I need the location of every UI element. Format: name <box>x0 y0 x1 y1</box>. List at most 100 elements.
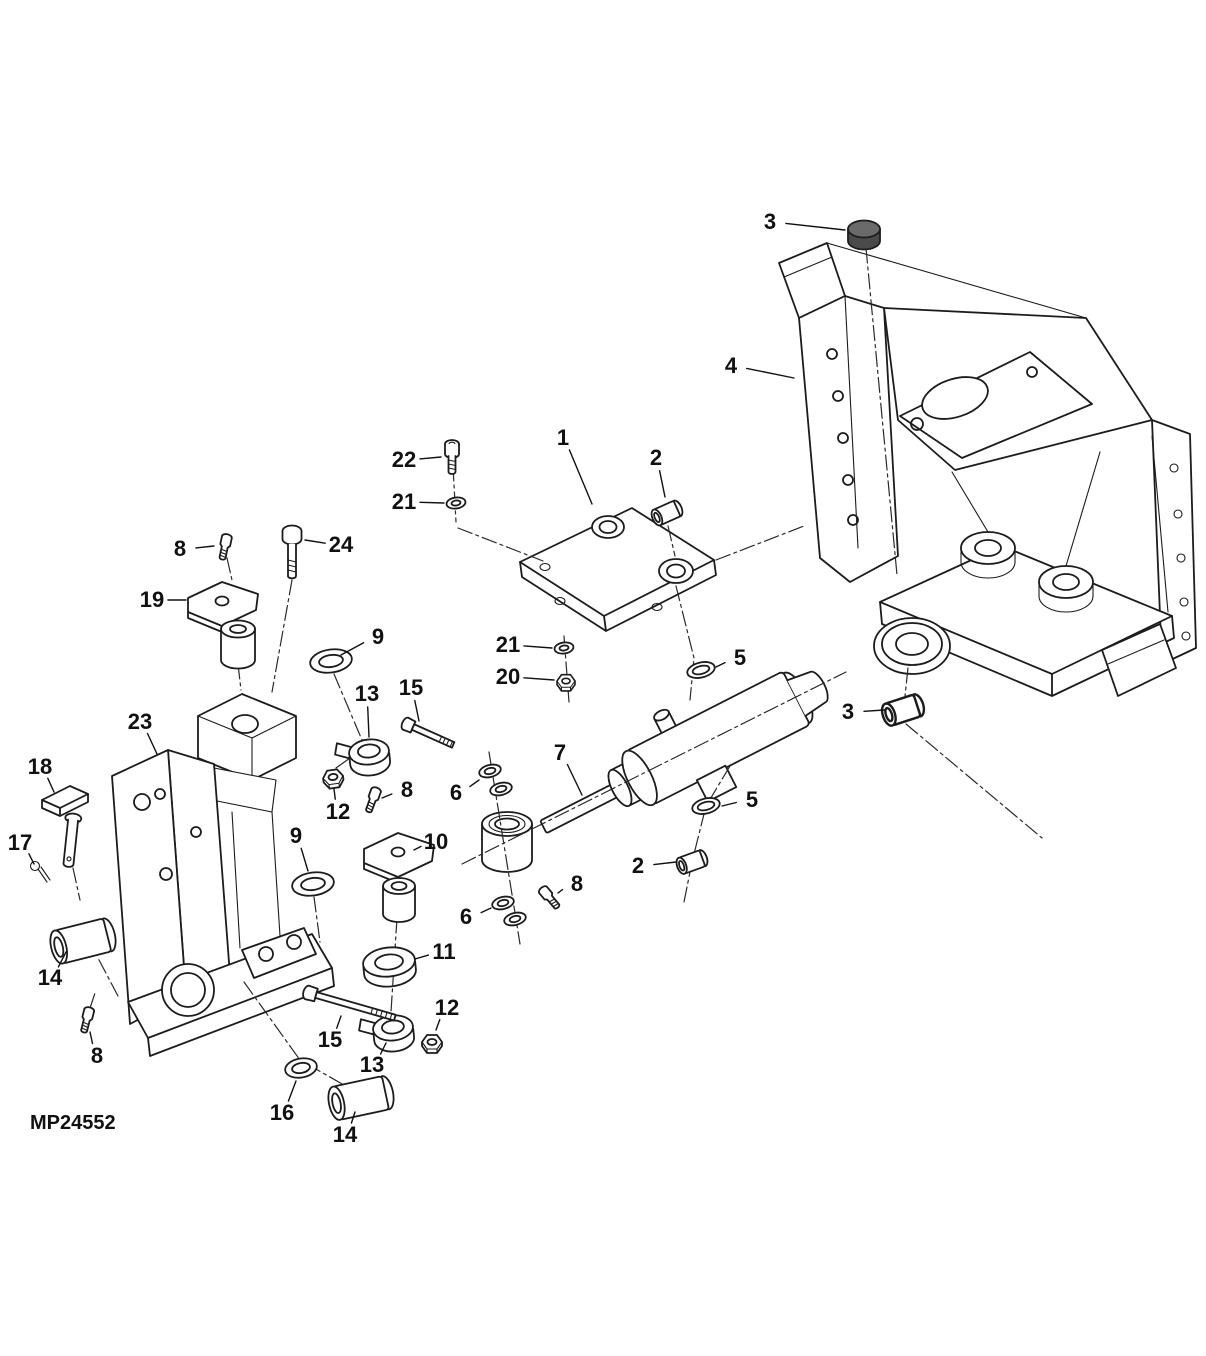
screw-8-c <box>536 883 563 912</box>
callout-13-33: 13 <box>359 1052 385 1077</box>
washer-6-b2 <box>501 909 529 929</box>
callout-24-6: 24 <box>328 532 354 557</box>
bracket-10 <box>363 832 435 923</box>
callout-8-27: 8 <box>570 871 584 896</box>
o-ring-5-top <box>684 658 718 682</box>
callout-21-5: 21 <box>391 489 417 514</box>
clamp-13-bottom <box>356 1012 417 1056</box>
leader-line-22-4 <box>419 456 442 460</box>
leader-line-6-28 <box>480 907 492 914</box>
leader-line-8-7 <box>195 545 215 549</box>
leader-line-7-17 <box>566 763 583 796</box>
callout-20-12: 20 <box>495 664 521 689</box>
center-lines <box>72 247 1043 1090</box>
callout-5-11: 5 <box>733 645 747 670</box>
leader-line-15-31 <box>336 1015 342 1029</box>
leader-line-18-18 <box>47 777 55 793</box>
callout-2-26: 2 <box>631 853 645 878</box>
bushing-14-left <box>46 915 120 967</box>
leader-line-8-34 <box>89 1031 94 1045</box>
bushing-2-top <box>648 498 686 528</box>
callout-22-4: 22 <box>391 447 417 472</box>
clamp-13-top <box>332 736 393 780</box>
bolt-24 <box>281 524 303 580</box>
leader-line-13-13 <box>367 706 370 738</box>
pivot-plate <box>519 507 717 632</box>
ring-11 <box>362 946 417 988</box>
callout-5-22: 5 <box>745 787 759 812</box>
cap-screw-22 <box>444 439 460 475</box>
washer-9-bottom <box>289 868 337 900</box>
callout-12-32: 12 <box>434 995 460 1020</box>
leader-line-15-14 <box>414 699 420 722</box>
callout-7-17: 7 <box>553 740 567 765</box>
leader-line-2-26 <box>653 861 677 866</box>
leader-line-13-33 <box>379 1042 387 1055</box>
callout-13-13: 13 <box>354 681 380 706</box>
leader-line-1-0 <box>568 449 593 505</box>
callout-10-25: 10 <box>423 829 449 854</box>
washer-6-a2 <box>487 779 515 799</box>
bushing-2-bottom <box>673 847 711 877</box>
leader-line-9-9 <box>340 642 365 656</box>
leader-line-21-10 <box>523 645 553 649</box>
leader-line-4-3 <box>746 367 795 379</box>
leader-line-12-19 <box>333 788 336 800</box>
leader-line-8-20 <box>381 793 393 799</box>
callout-8-34: 8 <box>90 1043 104 1068</box>
callout-17-23: 17 <box>7 830 33 855</box>
leader-line-8-27 <box>557 888 564 894</box>
callout-15-31: 15 <box>317 1027 343 1052</box>
nut-12-bottom <box>421 1034 443 1054</box>
leader-line-23-15 <box>146 732 158 755</box>
leader-lines <box>28 222 885 1124</box>
bushing-3-right <box>878 691 928 729</box>
washer-6-b1 <box>489 893 517 913</box>
washer-16 <box>284 1057 318 1079</box>
steering-cylinder <box>481 670 829 873</box>
diagram-code: MP24552 <box>30 1112 116 1134</box>
callout-6-28: 6 <box>459 904 473 929</box>
callout-2-1: 2 <box>649 445 663 470</box>
washer-21-top <box>444 495 468 511</box>
leader-line-17-23 <box>28 853 35 865</box>
callout-8-20: 8 <box>400 777 414 802</box>
leader-line-11-30 <box>414 954 430 960</box>
callout-15-14: 15 <box>398 675 424 700</box>
bolt-15-bottom <box>302 984 397 1022</box>
callout-12-19: 12 <box>325 799 351 824</box>
callout-23-15: 23 <box>127 709 153 734</box>
bushing-14-right <box>324 1073 398 1123</box>
bracket-19 <box>187 581 259 670</box>
leader-line-12-32 <box>435 1018 441 1031</box>
callout-14-29: 14 <box>37 965 63 990</box>
callout-9-9: 9 <box>371 624 385 649</box>
leader-line-20-12 <box>523 677 555 681</box>
callout-19-8: 19 <box>139 587 165 612</box>
leader-line-21-5 <box>419 501 445 504</box>
bracket-18 <box>41 785 89 868</box>
callout-14-36: 14 <box>332 1122 358 1147</box>
callout-9-24: 9 <box>289 823 303 848</box>
support-frame <box>111 693 335 1057</box>
leader-line-24-6 <box>304 539 326 544</box>
screw-8-b <box>362 785 383 815</box>
leader-line-14-29 <box>57 951 67 968</box>
rod-end-eye <box>481 811 533 873</box>
bolt-15-top <box>400 716 456 749</box>
leader-line-9-24 <box>300 847 309 872</box>
callout-8-7: 8 <box>173 536 187 561</box>
nut-20 <box>556 673 576 692</box>
o-ring-5-bottom <box>689 794 723 818</box>
leader-line-10-25 <box>413 845 422 851</box>
leader-line-5-22 <box>721 801 737 807</box>
leader-line-2-1 <box>658 470 666 498</box>
callout-11-30: 11 <box>432 939 456 964</box>
leader-line-6-21 <box>469 779 480 788</box>
screw-8-d <box>77 1005 96 1035</box>
callout-4-3: 4 <box>724 353 738 378</box>
washer-9-top <box>307 645 355 677</box>
frame-weldment <box>778 242 1197 697</box>
cap-3-top <box>847 219 881 251</box>
